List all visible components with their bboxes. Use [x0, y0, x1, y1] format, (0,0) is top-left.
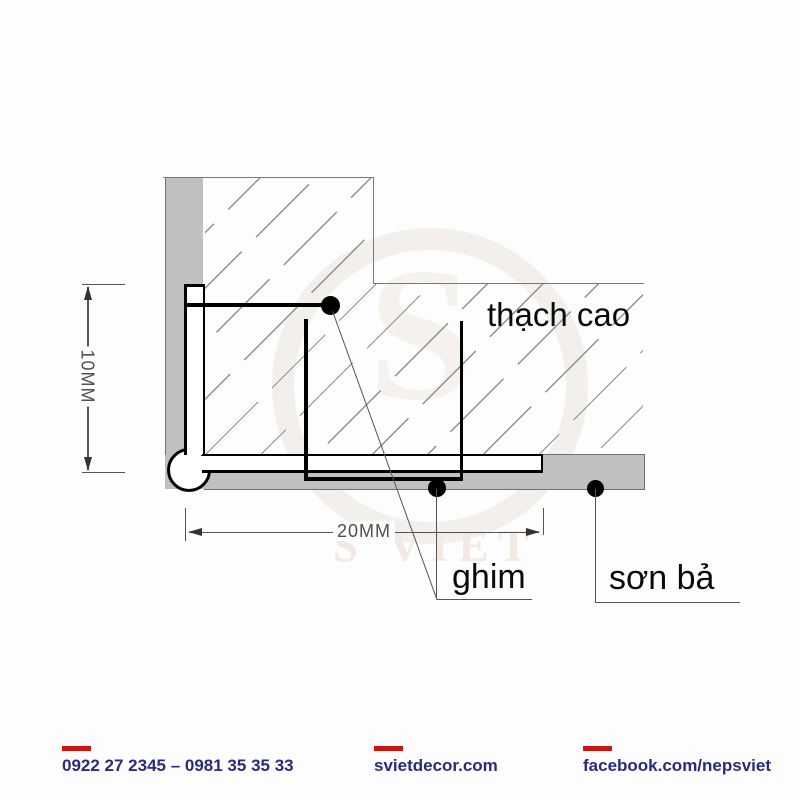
footer-phone-text: 0922 27 2345 – 0981 35 35 33 — [62, 756, 294, 775]
gypsum-step-vertical-line — [372, 177, 374, 283]
footer-facebook-text: facebook.com/nepsviet — [583, 756, 772, 775]
dim20-extension-left — [185, 508, 187, 541]
staple-left-leg — [304, 319, 308, 481]
sonba-label-underline — [596, 602, 740, 604]
trim-vertical-leg — [184, 284, 205, 455]
trim-horizontal-flange — [202, 454, 543, 473]
leader-line-paint — [595, 489, 597, 603]
dim10-arrow-up-icon — [83, 286, 92, 300]
footer-website-text: svietdecor.com — [374, 756, 498, 775]
footer-phone-block: 0922 27 2345 – 0981 35 35 33 — [62, 746, 294, 776]
staple-label: ghim — [452, 558, 526, 596]
gypsum-label: thạch cao — [487, 296, 631, 333]
skim-coat-top-edge — [543, 454, 645, 456]
dim10-extension-top — [82, 284, 125, 286]
paint-marker-dot — [587, 480, 604, 497]
staple-bottom-bar — [304, 477, 463, 482]
dim20-extension-right — [542, 508, 544, 535]
footer-website-block: svietdecor.com — [374, 746, 498, 776]
pin-line — [185, 302, 331, 307]
red-dash-icon — [374, 746, 403, 751]
gypsum-step-horizontal-line — [372, 282, 644, 284]
paint-label: sơn bả — [609, 559, 715, 597]
pin-marker-dot — [321, 296, 340, 315]
footer-facebook-block: facebook.com/nepsviet — [583, 746, 771, 776]
dim10-arrow-down-icon — [83, 457, 92, 471]
staple-right-leg — [459, 321, 464, 481]
dim20-arrow-left-icon — [188, 528, 202, 536]
red-dash-icon — [62, 746, 91, 751]
skim-coat-bottom-edge — [204, 488, 645, 490]
dim10-extension-bottom — [82, 472, 125, 474]
leader-line-staple-to-ghim — [436, 489, 438, 599]
dim10-text: 10MM — [78, 346, 98, 407]
red-dash-icon — [583, 746, 612, 751]
dim20-arrow-right-icon — [526, 528, 540, 536]
ghim-label-underline — [437, 598, 532, 600]
skim-coat-right-edge — [643, 455, 645, 490]
gypsum-top-boundary-line — [163, 177, 373, 179]
staple-marker-dot — [428, 479, 446, 497]
dim20-text: 20MM — [333, 521, 395, 541]
